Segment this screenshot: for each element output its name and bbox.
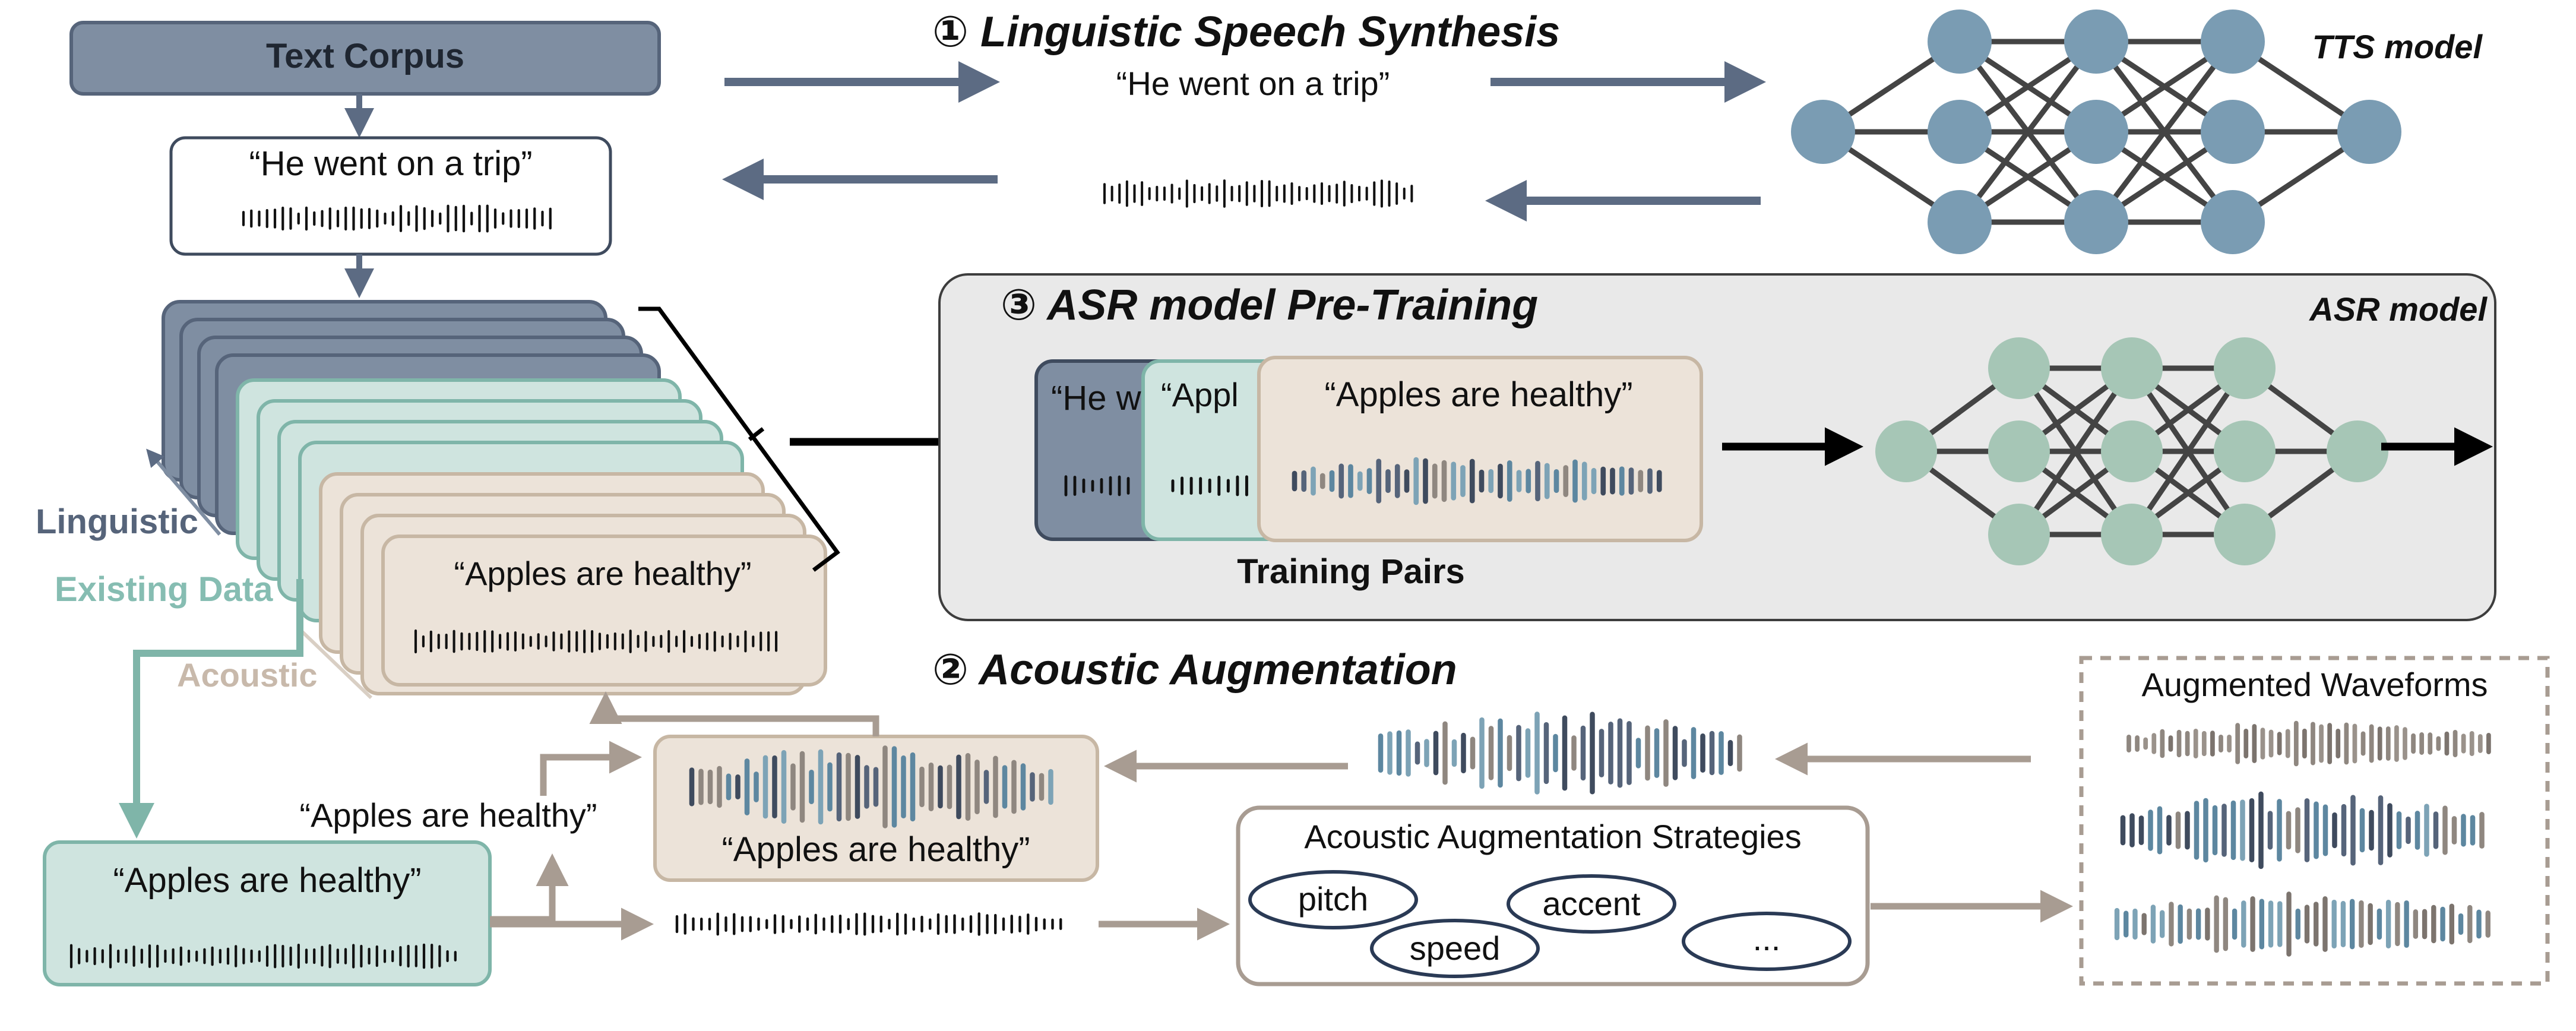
asr-card-acoustic bbox=[1257, 356, 1703, 542]
network-node bbox=[1988, 337, 2050, 399]
synth-sentence-text: “He went on a trip” bbox=[1116, 65, 1390, 102]
network-node bbox=[1928, 190, 1992, 254]
branch-sentence-arrow bbox=[540, 741, 642, 796]
network-node bbox=[2214, 420, 2276, 482]
tts-network bbox=[1791, 10, 2401, 254]
stack-linguistic-label: Linguistic bbox=[36, 502, 198, 541]
mixed-sample-text: “Apples are healthy” bbox=[721, 830, 1030, 869]
stack-acoustic-label: Acoustic bbox=[177, 656, 318, 694]
network-node bbox=[2214, 337, 2276, 399]
corpus-sentence-text: “He went on a trip” bbox=[249, 144, 532, 183]
strategy-pitch: pitch bbox=[1298, 880, 1368, 918]
network-node bbox=[2201, 100, 2265, 164]
network-node bbox=[1928, 100, 1992, 164]
linguistic-synthesis-title: ① Linguistic Speech Synthesis bbox=[932, 8, 1560, 56]
branch-sentence-text: “Apples are healthy” bbox=[299, 796, 597, 834]
asr-card-linguistic-text: “He w bbox=[1051, 379, 1142, 418]
strategy-accent-ellipse bbox=[1507, 874, 1676, 934]
network-edge bbox=[2129, 366, 2247, 536]
augmented-single-waveform bbox=[1378, 711, 1742, 795]
existing-to-sample-arrow bbox=[119, 579, 303, 839]
corpus-sentence-box bbox=[169, 136, 612, 256]
network-edge bbox=[2094, 40, 2235, 224]
network-node bbox=[1928, 10, 1992, 74]
augmented-waveform-2 bbox=[2120, 791, 2485, 869]
network-node bbox=[2101, 420, 2163, 482]
stack-front-waveform bbox=[414, 629, 778, 654]
augmented-waveform-3 bbox=[2114, 891, 2490, 957]
network-node bbox=[2064, 10, 2128, 74]
mixed-sample-waveform bbox=[689, 745, 1053, 828]
network-node bbox=[1791, 100, 1855, 164]
acoustic-augmentation-title: ② Acoustic Augmentation bbox=[932, 646, 1457, 694]
augmented-waveforms-title: Augmented Waveforms bbox=[2141, 666, 2488, 703]
asr-card-existing-wave bbox=[1171, 475, 1248, 496]
network-edge bbox=[1957, 40, 2099, 224]
strategy-speed-ellipse bbox=[1370, 919, 1540, 978]
network-edge bbox=[2017, 366, 2134, 536]
network-node bbox=[1875, 420, 1937, 482]
stack-bracket bbox=[638, 306, 840, 572]
tts-model-label: TTS model bbox=[2312, 28, 2483, 65]
network-node bbox=[2201, 10, 2265, 74]
asr-pretraining-title: ③ ASR model Pre-Training bbox=[1001, 282, 1538, 329]
asr-card-acoustic-text: “Apples are healthy” bbox=[1324, 375, 1632, 414]
network-node bbox=[1988, 420, 2050, 482]
asr-card-acoustic-wave bbox=[1292, 457, 1662, 505]
linguistic-pointer bbox=[146, 448, 221, 536]
existing-sample-waveform bbox=[69, 943, 457, 969]
stack-existing-label: Existing Data bbox=[55, 570, 273, 609]
network-node bbox=[1988, 504, 2050, 565]
mixed-to-stack-arrow bbox=[589, 691, 879, 736]
acoustic-pointer bbox=[298, 628, 373, 700]
corpus-waveform bbox=[242, 204, 552, 233]
asr-card-linguistic-wave bbox=[1064, 475, 1130, 496]
network-node bbox=[2064, 100, 2128, 164]
strategy-more-ellipse bbox=[1682, 912, 1852, 971]
strategy-accent: accent bbox=[1543, 885, 1641, 922]
network-node bbox=[2337, 100, 2401, 164]
asr-model-label: ASR model bbox=[2308, 290, 2488, 328]
asr-network bbox=[1875, 337, 2388, 565]
network-node bbox=[2064, 190, 2128, 254]
strategies-title: Acoustic Augmentation Strategies bbox=[1304, 818, 1801, 855]
strategy-more: ... bbox=[1753, 920, 1781, 957]
bracket-tick bbox=[748, 427, 765, 441]
network-node bbox=[2201, 190, 2265, 254]
stack-front-card-text: “Apples are healthy” bbox=[454, 555, 751, 592]
text-corpus-box bbox=[69, 21, 661, 96]
plain-waveform bbox=[675, 912, 1062, 936]
network-node bbox=[2101, 337, 2163, 399]
text-corpus-label: Text Corpus bbox=[266, 37, 464, 75]
existing-sample-box bbox=[43, 840, 492, 986]
strategy-speed: speed bbox=[1410, 929, 1501, 967]
strategy-pitch-ellipse bbox=[1248, 870, 1418, 929]
sample-branch-up bbox=[490, 853, 569, 923]
asr-card-existing-text: “Appl bbox=[1161, 376, 1239, 413]
network-node bbox=[2327, 420, 2388, 482]
existing-sample-text: “Apples are healthy” bbox=[113, 861, 421, 900]
training-pairs-label: Training Pairs bbox=[1237, 552, 1465, 591]
augmented-waveform-1 bbox=[2126, 720, 2491, 767]
synth-waveform bbox=[1103, 179, 1413, 208]
network-node bbox=[2214, 504, 2276, 565]
network-node bbox=[2101, 504, 2163, 565]
